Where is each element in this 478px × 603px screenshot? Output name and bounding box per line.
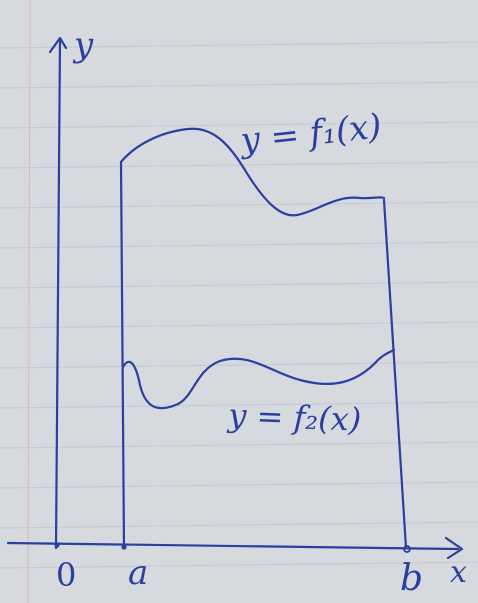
upper-curve-label: y = f₁(x) xyxy=(237,106,384,161)
origin-label: 0 xyxy=(56,556,76,594)
origin-dot xyxy=(54,542,60,548)
b-tick-dot xyxy=(403,545,411,553)
upper-curve-f1 xyxy=(119,127,386,217)
right-bound-line-b xyxy=(382,198,408,550)
x-axis-label: x xyxy=(450,555,467,590)
ruled-lines xyxy=(0,41,478,569)
y-axis xyxy=(54,38,62,550)
left-bound-line-a xyxy=(119,160,126,550)
y-axis-arrow xyxy=(48,36,68,54)
right-bound-label-b: b xyxy=(400,558,423,599)
margin-line xyxy=(27,0,31,603)
left-bound-label-a: a xyxy=(128,553,148,593)
x-axis xyxy=(6,541,460,551)
y-axis-label: y xyxy=(72,25,94,65)
x-axis-arrow xyxy=(444,536,464,560)
lower-curve-f2 xyxy=(121,348,396,410)
lower-curve-label: y = f₂(x) xyxy=(226,396,362,439)
a-tick-dot xyxy=(121,544,127,550)
